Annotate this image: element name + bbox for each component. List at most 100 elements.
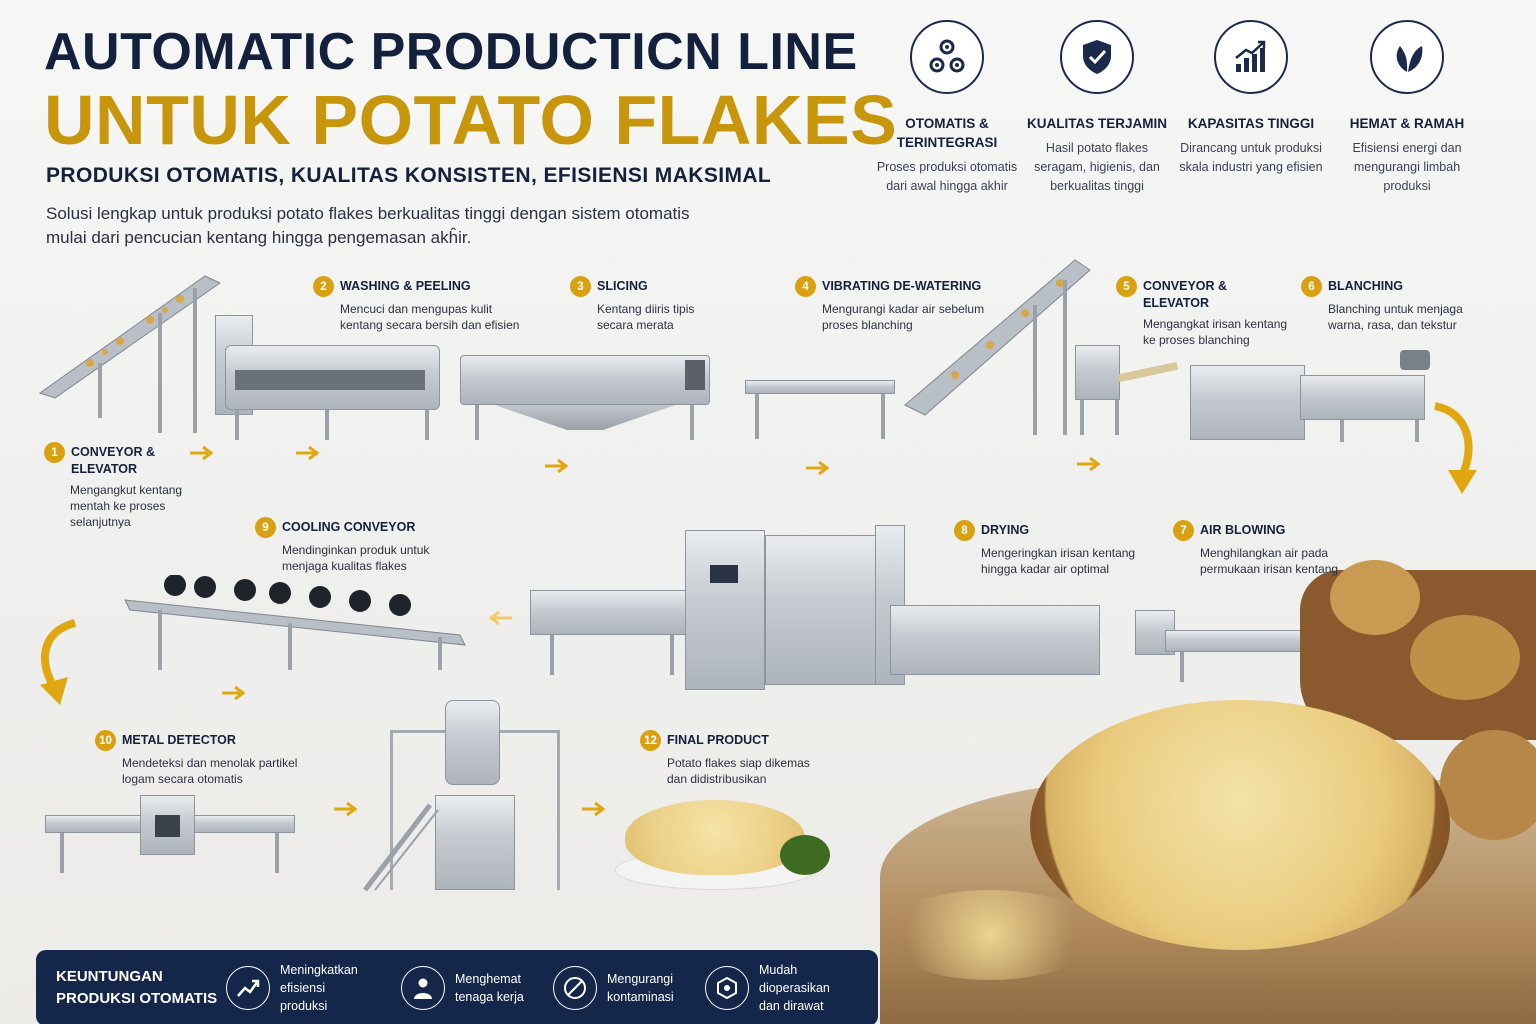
benefit-text: Meningkatkan efisiensi produksi [280, 963, 358, 1013]
step-7: 7 AIR BLOWING Menghilangkan air pada perm… [1173, 520, 1343, 577]
step-badge: 6 [1301, 276, 1322, 297]
step-9: 9 COOLING CONVEYOR Mendinginkan produk un… [255, 517, 445, 574]
machine-packaging [360, 700, 560, 895]
benefit-maintenance: Mudah dioperasikan dan dirawat [705, 961, 841, 1015]
step-badge: 5 [1116, 276, 1137, 297]
machine-cooling-conveyor [120, 574, 470, 675]
flow-arrow-right-icon [334, 802, 358, 816]
page-title-line2: UNTUK POTATO FLAKES [44, 81, 898, 159]
leaf-icon [1370, 20, 1444, 94]
growth-chart-icon [1214, 20, 1288, 94]
step-desc: Mendeteksi dan menolak partikel logam se… [122, 756, 298, 786]
benefit-labor: Menghemat tenaga kerja [401, 966, 527, 1010]
step-title: CONVEYOR & ELEVATOR [71, 445, 156, 476]
step-title: METAL DETECTOR [122, 733, 236, 747]
step-desc: Mengangkat irisan kentang ke proses blan… [1143, 317, 1288, 347]
step-4: 4 VIBRATING DE-WATERING Mengurangi kadar … [795, 276, 995, 333]
feature-title: OTOMATIS & TERINTEGRASI [896, 116, 998, 150]
benefit-text: Mengurangi kontaminasi [607, 972, 674, 1004]
step-title: AIR BLOWING [1200, 523, 1286, 537]
machine-vibrating-dewatering [745, 375, 895, 440]
feature-automatic: OTOMATIS & TERINTEGRASI Proses produksi … [872, 20, 1022, 196]
feature-desc: Dirancang untuk produksi skala industri … [1179, 141, 1323, 174]
step-title: BLANCHING [1328, 279, 1403, 293]
flow-arrow-right-icon [222, 686, 246, 700]
step-desc: Menghilangkan air pada permukaan irisan … [1200, 546, 1339, 576]
feature-title: KUALITAS TERJAMIN [1027, 116, 1167, 131]
benefit-text: Mudah dioperasikan dan dirawat [759, 963, 830, 1013]
flow-arrow-right-icon [545, 459, 569, 473]
step-badge: 7 [1173, 520, 1194, 541]
step-title: COOLING CONVEYOR [282, 520, 416, 534]
step-title: SLICING [597, 279, 648, 293]
flow-arrow-right-icon [582, 802, 606, 816]
benefit-efficiency: Meningkatkan efisiensi produksi [226, 961, 375, 1015]
flow-arrow-right-icon [1077, 457, 1101, 471]
machine-drying [530, 485, 1130, 690]
flow-arrow-right-icon [806, 461, 830, 475]
flow-arrow-right-icon [296, 446, 320, 460]
benefits-bar: KEUNTUNGAN PRODUKSI OTOMATIS Meningkatka… [36, 950, 878, 1024]
feature-desc: Proses produksi otomatis dari awal hingg… [876, 160, 1018, 193]
step-badge: 8 [954, 520, 975, 541]
machine-slicing [455, 345, 715, 445]
machine-conveyor-elevator-1 [30, 268, 230, 438]
step-8: 8 DRYING Mengeringkan irisan kentang hing… [954, 520, 1144, 577]
step-badge: 1 [44, 442, 65, 463]
step-badge: 12 [640, 730, 661, 751]
step-badge: 9 [255, 517, 276, 538]
step-desc: Blanching untuk menjaga warna, rasa, dan… [1328, 302, 1463, 332]
step-title: DRYING [981, 523, 1030, 537]
machine-air-blowing [1135, 610, 1335, 685]
flow-curved-arrow-down-icon [1434, 402, 1477, 494]
feature-title: KAPASITAS TINGGI [1187, 116, 1315, 131]
step-desc: Mengangkut kentang mentah ke proses sela… [70, 483, 183, 529]
step-desc: Mendinginkan produk untuk menjaga kualit… [282, 543, 430, 573]
step-desc: Mencuci dan mengupas kulit kentang secar… [340, 302, 520, 332]
step-12: 12 FINAL PRODUCT Potato flakes siap dikem… [640, 730, 830, 787]
page-subtitle: PRODUKSI OTOMATIS, KUALITAS KONSISTEN, E… [46, 164, 772, 187]
feature-title: HEMAT & RAMAH [1349, 116, 1465, 131]
step-title: FINAL PRODUCT [667, 733, 769, 747]
step-title: WASHING & PEELING [340, 279, 471, 293]
step-desc: Mengeringkan irisan kentang hingga kadar… [981, 546, 1136, 576]
machine-blanching [1190, 345, 1440, 445]
trend-up-icon [226, 966, 270, 1010]
worker-icon [401, 966, 445, 1010]
step-badge: 4 [795, 276, 816, 297]
machine-metal-detector [45, 795, 295, 875]
step-3: 3 SLICING Kentang diiris tipis secara mer… [570, 276, 710, 333]
feature-desc: Hasil potato flakes seragam, higienis, d… [1034, 141, 1160, 193]
step-desc: Kentang diiris tipis secara merata [597, 302, 695, 332]
potato-flakes-bowl-image [880, 540, 1536, 1024]
feature-quality: KUALITAS TERJAMIN Hasil potato flakes se… [1022, 20, 1172, 196]
page-description: Solusi lengkap untuk produksi potato fla… [46, 204, 690, 247]
benefit-contamination: Mengurangi kontaminasi [553, 966, 679, 1010]
step-title: VIBRATING DE-WATERING [822, 279, 982, 293]
gears-icon [910, 20, 984, 94]
step-2: 2 WASHING & PEELING Mencuci dan mengupas … [313, 276, 538, 333]
machine-conveyor-elevator-5 [895, 255, 1095, 440]
flow-arrow-left-icon [488, 611, 512, 625]
step-badge: 3 [570, 276, 591, 297]
step-1: 1 CONVEYOR & ELEVATOR Mengangkut kentang … [44, 442, 194, 530]
step-title: CONVEYOR & ELEVATOR [1143, 279, 1228, 310]
maintenance-icon [705, 966, 749, 1010]
step-10: 10 METAL DETECTOR Mendeteksi dan menolak … [95, 730, 310, 787]
step-desc: Potato flakes siap dikemas dan didistrib… [667, 756, 810, 786]
step-badge: 10 [95, 730, 116, 751]
step-desc: Mengurangi kadar air sebelum proses blan… [822, 302, 985, 332]
feature-capacity: KAPASITAS TINGGI Dirancang untuk produks… [1176, 20, 1326, 177]
step-5: 5 CONVEYOR & ELEVATOR Mengangkat irisan k… [1116, 276, 1296, 348]
flow-arrow-right-icon [190, 446, 214, 460]
page-title-line1: AUTOMATIC PRODUCTICN LINE [44, 23, 858, 81]
machine-feeder [1070, 340, 1180, 435]
step-badge: 2 [313, 276, 334, 297]
machine-washing-peeling [205, 310, 445, 440]
feature-eco: HEMAT & RAMAH Efisiensi energi dan mengu… [1332, 20, 1482, 196]
feature-desc: Efisiensi energi dan mengurangi limbah p… [1352, 141, 1462, 193]
benefit-text: Menghemat tenaga kerja [455, 972, 524, 1004]
flow-curved-arrow-down-icon [40, 619, 77, 705]
benefits-title: KEUNTUNGAN PRODUKSI OTOMATIS [56, 968, 218, 1007]
no-contamination-icon [553, 966, 597, 1010]
